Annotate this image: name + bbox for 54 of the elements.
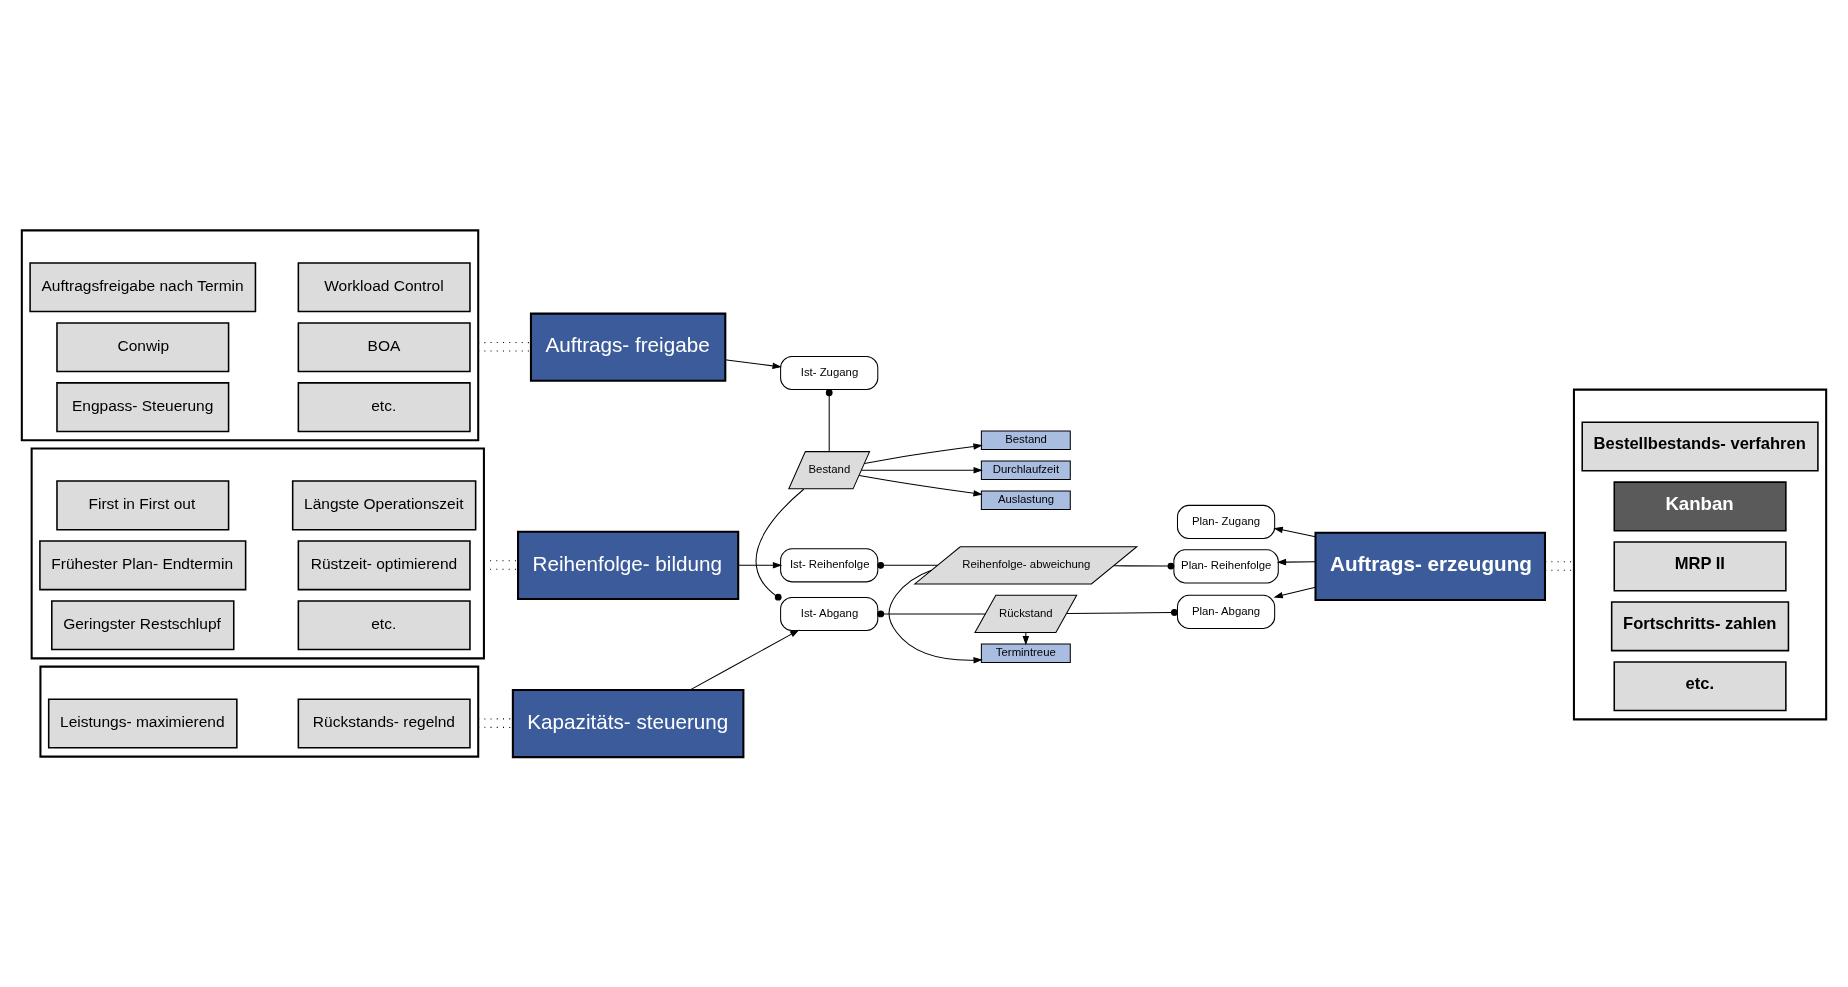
arrow — [860, 467, 983, 474]
node-box: First in First out — [56, 480, 230, 531]
arrow — [724, 359, 782, 370]
node-box: Plan- Zugang — [1176, 504, 1276, 539]
node-box: Ist- Zugang — [780, 356, 879, 391]
node-box: Rückstands- regelnd — [297, 698, 471, 749]
connector — [1113, 562, 1175, 570]
cluster — [30, 447, 485, 660]
connector — [755, 488, 805, 601]
arrow — [1276, 558, 1316, 566]
cluster — [39, 665, 480, 758]
arrow — [737, 562, 783, 569]
node-box: Rüstzeit- optimierend — [297, 540, 471, 591]
node-box: Durchlaufzeit — [980, 460, 1071, 481]
node-box: Kanban — [1613, 481, 1787, 532]
node-box: Auftrags- freigabe — [529, 312, 727, 382]
node-box: Längste Operationszeit — [291, 480, 477, 531]
node-box: Plan- Reihenfolge — [1173, 549, 1279, 584]
arrow — [689, 629, 800, 691]
node-box: Engpass- Steuerung — [56, 382, 230, 433]
node-box: Auslastung — [980, 490, 1071, 511]
node-box: Bestand — [980, 430, 1071, 451]
node-box: Ist- Abgang — [780, 596, 879, 631]
connector — [825, 389, 833, 452]
arrow — [1273, 586, 1316, 599]
node-box: Auftrags- erzeugung — [1314, 531, 1547, 601]
node-box: Workload Control — [297, 262, 471, 313]
connector — [1066, 609, 1178, 616]
node-box: Frühester Plan- Endtermin — [39, 540, 247, 591]
cluster — [20, 229, 480, 442]
node-box: Auftragsfreigabe nach Termin — [29, 262, 257, 313]
node-box: Fortschritts- zahlen — [1610, 601, 1790, 652]
arrow — [888, 569, 983, 664]
node-box: Plan- Abgang — [1176, 594, 1276, 629]
arrow — [863, 443, 983, 465]
node-box: Ist- Reihenfolge — [780, 548, 879, 583]
node-box: Leistungs- maximierend — [47, 698, 238, 749]
arrow — [1273, 526, 1316, 538]
node-box: Geringster Restschlupf — [51, 600, 235, 651]
node-box: etc. — [297, 382, 471, 433]
node-box: etc. — [1613, 661, 1787, 712]
connector — [877, 561, 938, 569]
arrow — [858, 474, 983, 497]
cluster — [1572, 388, 1828, 721]
node-box: MRP II — [1613, 541, 1787, 592]
node-box: Reihenfolge- bildung — [517, 530, 740, 600]
connector — [877, 610, 986, 618]
node-box: BOA — [297, 322, 471, 373]
node-box: Termintreue — [980, 643, 1071, 664]
arrow — [1022, 632, 1030, 646]
node-box: etc. — [297, 600, 471, 651]
node-box: Kapazitäts- steuerung — [511, 688, 745, 759]
node-box: Bestellbestands- verfahren — [1581, 421, 1819, 472]
node-box: Conwip — [56, 322, 230, 373]
